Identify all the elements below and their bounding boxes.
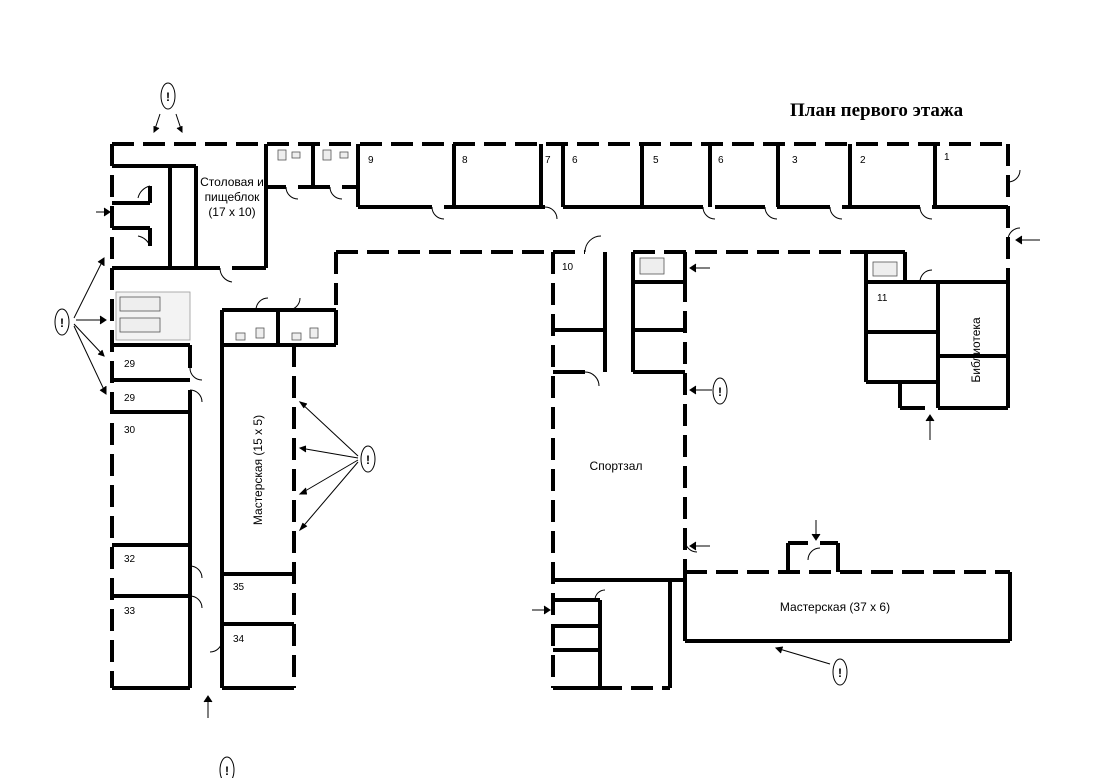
- room-number: 33: [124, 606, 136, 617]
- gym-label: Спортзал: [590, 459, 643, 473]
- warning-markers: ! ! ! ! ! !: [54, 82, 848, 778]
- room-labels: Столовая и пищеблок (17 x 10) Мастерская…: [124, 152, 983, 645]
- room-number: 5: [653, 155, 659, 166]
- room-number: 6: [572, 155, 578, 166]
- room-number: 6: [718, 155, 724, 166]
- svg-text:!: !: [166, 90, 170, 104]
- room-number: 2: [860, 155, 866, 166]
- room-number: 9: [368, 155, 374, 166]
- canteen-block: [112, 164, 266, 341]
- library-label: Библиотека: [969, 317, 983, 383]
- room-number: 11: [877, 293, 888, 304]
- room-number: 35: [233, 582, 245, 593]
- warning-marker-icon: !: [832, 658, 848, 686]
- plan-title: План первого этажа: [790, 100, 964, 121]
- warning-marker-icon: !: [712, 377, 728, 405]
- entry-arrows: [96, 207, 1040, 718]
- top-classrooms: [264, 144, 1008, 268]
- room-number: 3: [792, 155, 798, 166]
- room-number: 29: [124, 359, 136, 370]
- canteen-label-3: (17 x 10): [208, 205, 255, 219]
- svg-text:!: !: [225, 764, 229, 778]
- canteen-label-2: пищеблок: [205, 190, 261, 204]
- small-workshop-label: Мастерская (15 x 5): [251, 415, 265, 525]
- svg-text:!: !: [718, 385, 722, 399]
- warning-arrows: [73, 113, 831, 665]
- room-number: 7: [545, 155, 551, 166]
- gym-block: [551, 235, 687, 690]
- library-block: [864, 250, 1008, 410]
- room-number: 29: [124, 393, 136, 404]
- room-number: 1: [944, 152, 950, 163]
- room-number: 34: [233, 634, 245, 645]
- room-number: 10: [562, 262, 574, 273]
- svg-text:!: !: [838, 666, 842, 680]
- warning-marker-icon: !: [360, 445, 376, 473]
- warning-marker-icon: !: [54, 308, 70, 336]
- canteen-label-1: Столовая и: [200, 175, 264, 189]
- room-number: 30: [124, 425, 136, 436]
- warning-marker-icon: !: [160, 82, 176, 110]
- svg-text:!: !: [60, 316, 64, 330]
- large-workshop-block: [683, 541, 1012, 643]
- room-number: 32: [124, 554, 136, 565]
- door-swings: [189, 169, 1021, 653]
- left-wing: [112, 308, 338, 688]
- svg-text:!: !: [366, 453, 370, 467]
- room-number: 8: [462, 155, 468, 166]
- large-workshop-label: Мастерская (37 x 6): [780, 600, 890, 614]
- warning-marker-icon: !: [219, 756, 235, 778]
